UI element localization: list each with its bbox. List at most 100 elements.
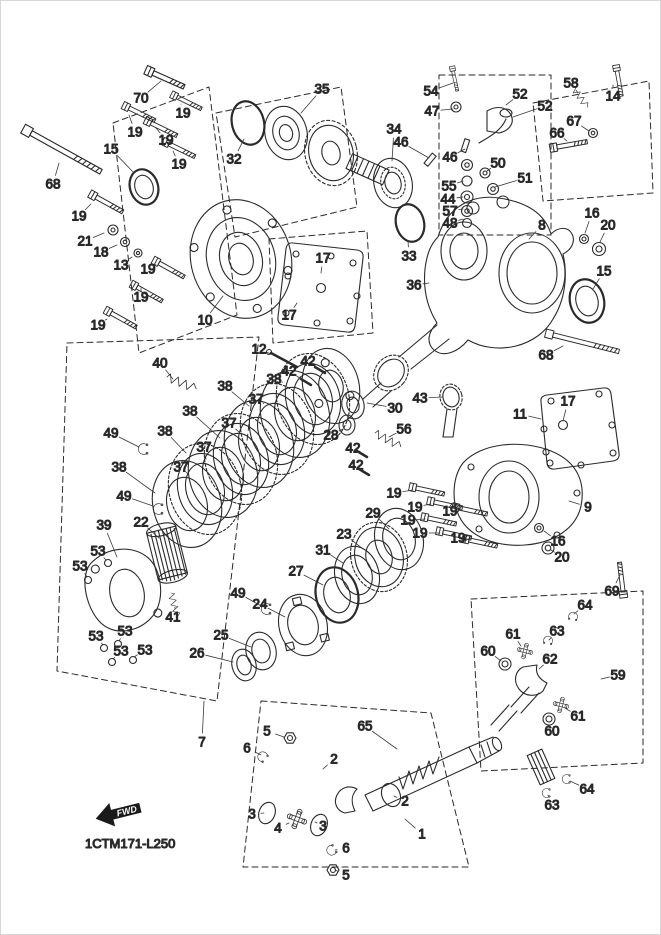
callout-19: 19 — [442, 504, 457, 519]
leader-line-53 — [112, 656, 116, 660]
drive-shaft-assembly — [255, 732, 503, 876]
callout-13: 13 — [113, 258, 128, 273]
callout-38: 38 — [157, 424, 172, 439]
callout-19: 19 — [171, 157, 186, 172]
callout-67: 67 — [566, 114, 581, 129]
clutch-hub-rings — [231, 507, 425, 682]
callout-49: 49 — [116, 489, 131, 504]
callout-17: 17 — [315, 251, 330, 266]
callout-57: 57 — [442, 204, 457, 219]
top-right-hardware — [548, 64, 626, 153]
boundary-boxes — [56, 74, 654, 868]
callout-19: 19 — [400, 513, 415, 528]
leader-line-43 — [428, 396, 444, 399]
callout-54: 54 — [423, 84, 439, 99]
callout-24: 24 — [252, 597, 268, 612]
universal-joint-assembly — [490, 611, 579, 798]
leader-line-53 — [133, 654, 138, 658]
leader-line-29 — [378, 518, 390, 530]
leader-line-39 — [106, 532, 118, 558]
cover-gasket — [540, 387, 620, 470]
leader-line-5 — [334, 869, 339, 872]
callout-38: 38 — [217, 379, 232, 394]
callout-22: 22 — [133, 515, 148, 530]
oil-seal-right — [568, 278, 606, 324]
leader-line-17 — [320, 266, 323, 274]
callout-1: 1 — [418, 827, 426, 842]
callout-42: 42 — [345, 441, 360, 456]
callout-61: 61 — [570, 709, 585, 724]
callout-21: 21 — [77, 234, 92, 249]
leader-line-15 — [116, 155, 135, 174]
leader-line-38 — [196, 416, 221, 439]
housing-gasket — [277, 242, 364, 333]
leader-line-9 — [568, 500, 580, 505]
leader-line-64 — [573, 610, 579, 615]
callout-2: 2 — [401, 794, 409, 809]
callout-19: 19 — [90, 318, 105, 333]
callout-7: 7 — [198, 735, 206, 750]
front-axle-bolts — [20, 64, 204, 331]
callout-4: 4 — [274, 821, 282, 836]
callout-53: 53 — [113, 644, 128, 659]
callout-19: 19 — [175, 106, 190, 121]
leader-line-23 — [350, 539, 364, 550]
leader-line-49 — [118, 436, 140, 448]
callout-38: 38 — [266, 372, 281, 387]
leader-line-42 — [296, 375, 304, 381]
leader-line-19 — [84, 203, 92, 211]
callout-19: 19 — [412, 526, 427, 541]
leader-line-61 — [564, 707, 571, 712]
callout-15: 15 — [596, 264, 611, 279]
right-side-hardware — [533, 233, 629, 599]
oil-seal-left — [128, 168, 160, 206]
cam-and-retainer — [83, 522, 188, 667]
callout-52: 52 — [512, 87, 527, 102]
leader-line-15 — [592, 278, 600, 290]
leader-line-52 — [505, 99, 514, 106]
callout-70: 70 — [133, 91, 148, 106]
leader-line-25 — [228, 637, 252, 648]
leader-line-19 — [455, 507, 459, 510]
leader-line-58 — [575, 89, 579, 94]
callout-46: 46 — [442, 150, 457, 165]
callout-43: 43 — [412, 391, 427, 406]
callout-8: 8 — [538, 218, 546, 233]
callout-53: 53 — [137, 643, 152, 658]
callout-47: 47 — [424, 104, 439, 119]
leader-line-53 — [101, 642, 104, 646]
callout-58: 58 — [563, 76, 578, 91]
callout-12: 12 — [251, 342, 266, 357]
callout-51: 51 — [517, 171, 532, 186]
leader-line-48 — [458, 218, 464, 221]
leader-line-70 — [147, 80, 162, 93]
leader-line-42 — [360, 470, 363, 473]
leader-line-67 — [581, 125, 590, 132]
leader-line-30 — [366, 402, 387, 407]
callout-3: 3 — [248, 807, 256, 822]
leader-line-38 — [125, 471, 156, 494]
leader-line-28 — [338, 428, 344, 432]
leader-line-8 — [528, 231, 537, 240]
leader-line-38 — [231, 391, 250, 407]
leader-line-22 — [147, 527, 160, 539]
callout-69: 69 — [604, 584, 619, 599]
callout-30: 30 — [387, 401, 402, 416]
callout-23: 23 — [336, 527, 351, 542]
callout-37: 37 — [248, 392, 263, 407]
fwd-label: FWD — [116, 804, 139, 819]
callout-53: 53 — [88, 629, 103, 644]
leader-line-51 — [494, 180, 517, 188]
callout-55: 55 — [441, 179, 456, 194]
leader-line-11 — [528, 415, 542, 420]
callout-53: 53 — [90, 544, 105, 559]
callout-16: 16 — [550, 534, 565, 549]
leader-line-37 — [205, 455, 207, 460]
leader-line-2 — [393, 795, 398, 798]
leader-line-1 — [404, 818, 416, 829]
callout-49: 49 — [103, 426, 118, 441]
callout-68: 68 — [45, 177, 60, 192]
